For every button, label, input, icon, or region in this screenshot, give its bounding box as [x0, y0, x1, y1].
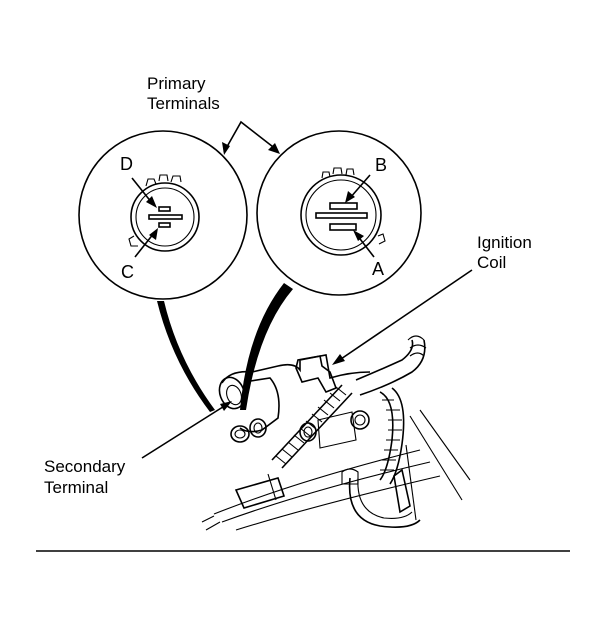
- callout-tapers: [157, 283, 293, 412]
- terminal-a-arrow: [353, 230, 364, 241]
- terminal-b-label: B: [375, 155, 387, 175]
- ignition-coil-line2: Coil: [477, 253, 506, 272]
- terminal-d-arrow: [146, 196, 157, 208]
- primary-terminals-label: Primary Terminals: [147, 74, 220, 113]
- right-detail-circle: [256, 130, 422, 296]
- terminal-c-arrow: [149, 228, 158, 240]
- primary-terminals-line2: Terminals: [147, 94, 220, 113]
- terminal-a-label: A: [372, 259, 384, 279]
- ignition-coil-line1: Ignition: [477, 233, 532, 252]
- terminal-b-arrow: [345, 191, 355, 203]
- ignition-coil-arrow: [332, 354, 345, 365]
- right-connector-detail: B A: [256, 130, 422, 296]
- corrugated-harness: [271, 384, 353, 469]
- secondary-terminal-line1: Secondary: [44, 457, 126, 476]
- terminal-d-label: D: [120, 154, 133, 174]
- ignition-coil-illustration: [201, 335, 471, 531]
- arrow-head-right: [268, 143, 280, 154]
- secondary-terminal-line2: Terminal: [44, 478, 108, 497]
- ignition-coil-label: Ignition Coil: [332, 233, 532, 365]
- terminal-c-label: C: [121, 262, 134, 282]
- left-connector-detail: D C: [78, 130, 248, 300]
- secondary-terminal-label: Secondary Terminal: [44, 401, 232, 497]
- primary-terminals-line1: Primary: [147, 74, 206, 93]
- arrow-head-left: [222, 142, 230, 155]
- primary-terminals-arrows: [222, 120, 280, 155]
- left-detail-circle: [78, 130, 248, 300]
